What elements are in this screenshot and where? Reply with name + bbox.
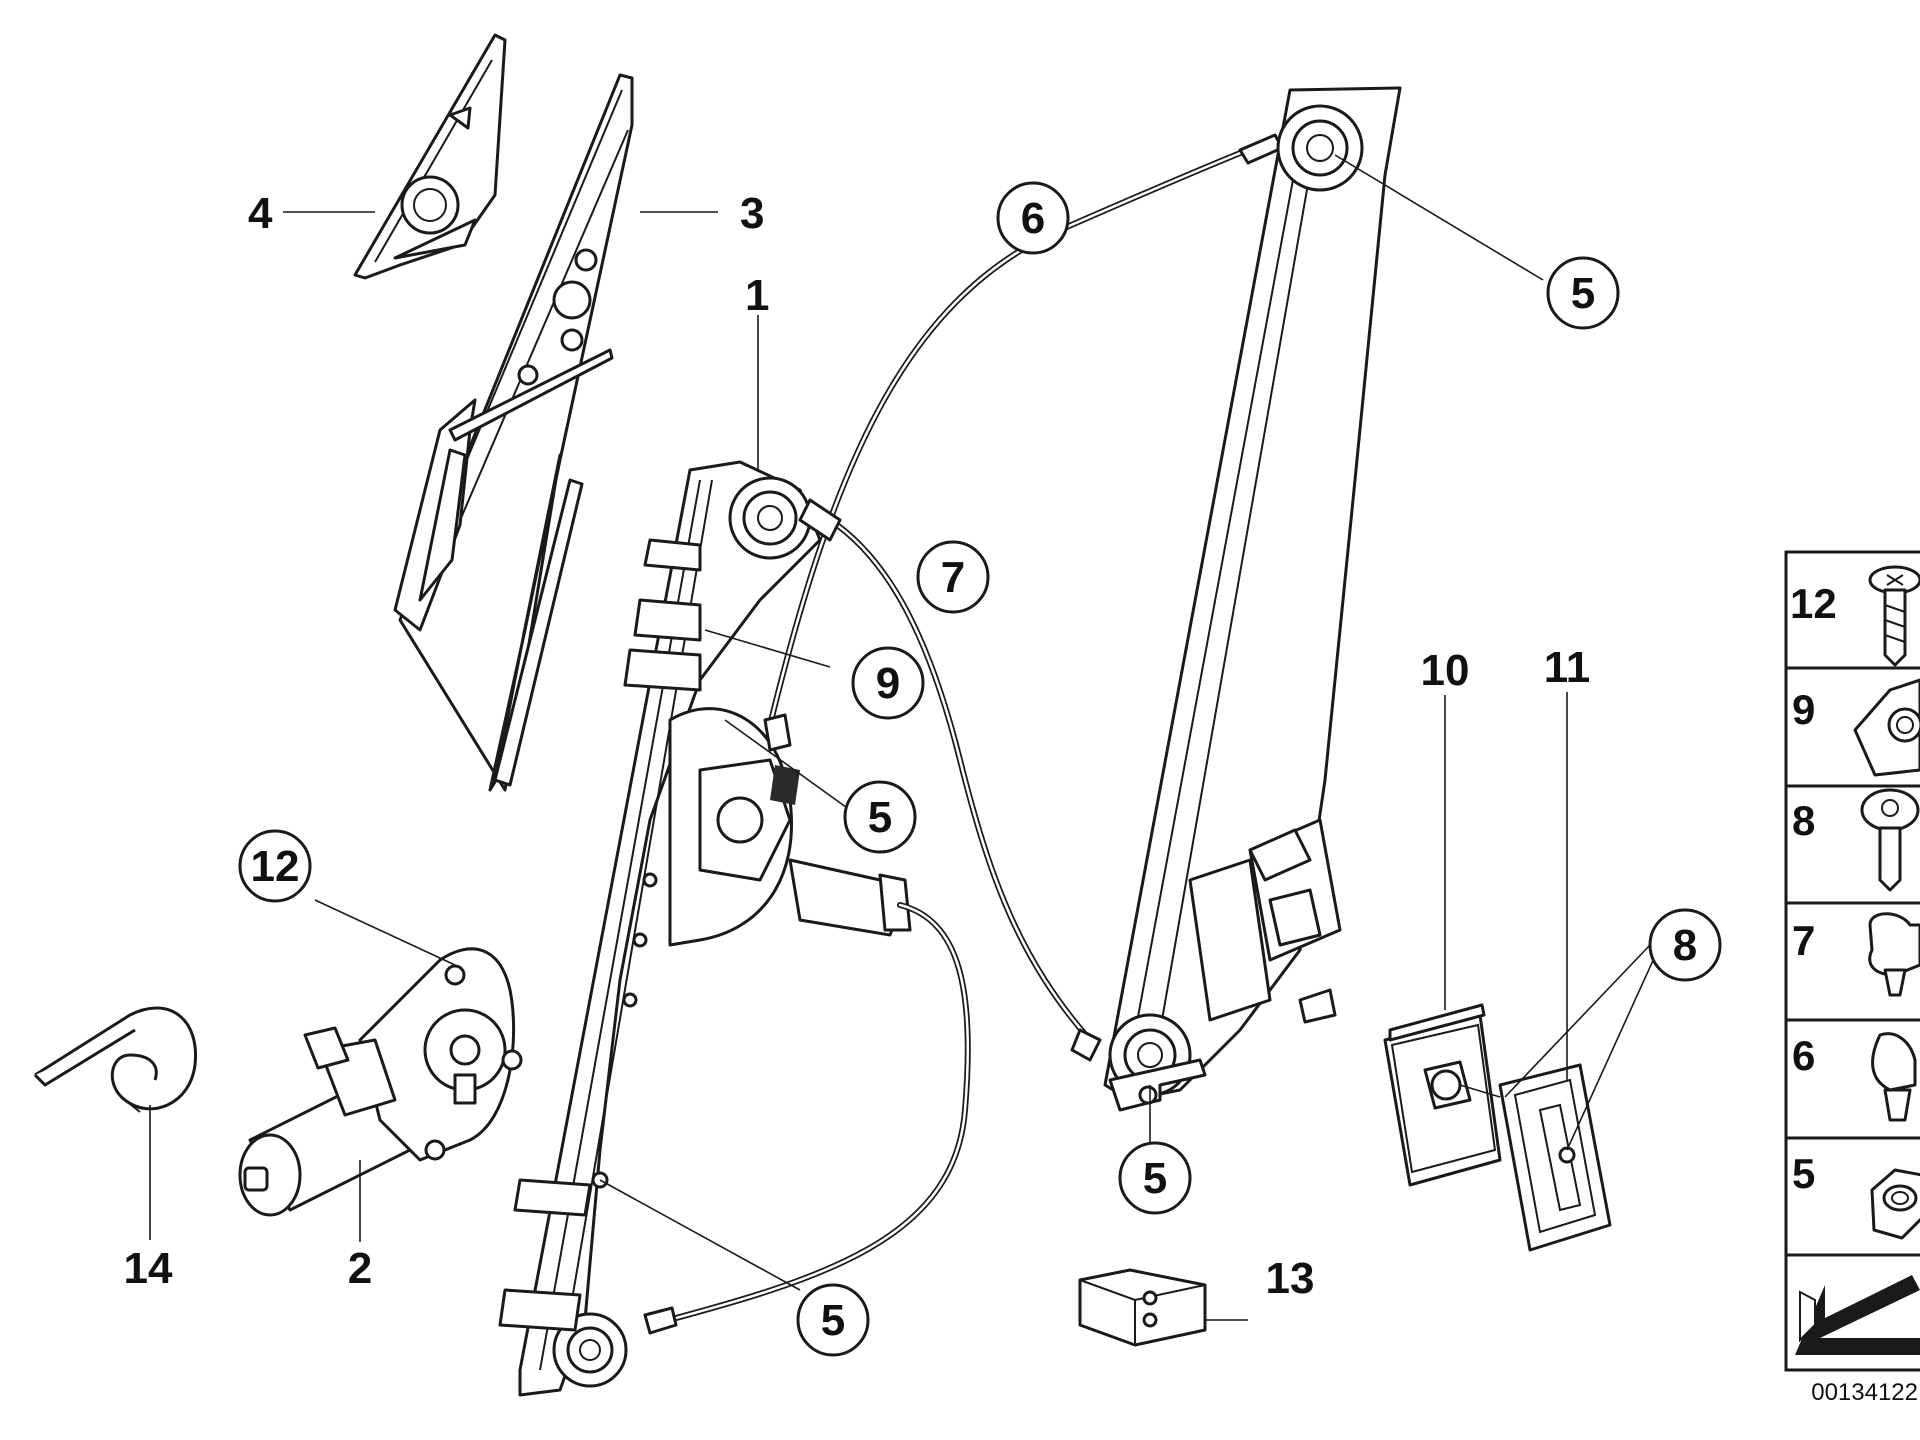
nut-icon (1870, 1168, 1920, 1240)
callout-1: 1 (745, 271, 769, 320)
direction-arrow-icon (1795, 1275, 1920, 1355)
cable-holder-icon (1871, 1032, 1917, 1122)
callout-12-circle (238, 829, 312, 903)
callout-9-circle (851, 646, 925, 720)
diagram-code: 00134122 (1811, 1379, 1918, 1406)
cable-clip-icon (1868, 912, 1920, 997)
leader-lines (149, 154, 1661, 1321)
callout-6-circle (996, 181, 1070, 255)
bolt-icon (1860, 788, 1920, 892)
legend-item-9: 9 (1792, 686, 1815, 733)
callout-14: 14 (124, 1244, 173, 1293)
callout-6: 6 (1021, 194, 1045, 243)
part-6-upper-cable (763, 133, 1284, 752)
part-1-regulator-rail (498, 460, 912, 1397)
callout-5b-circle (843, 780, 917, 854)
part-7-cross-cable (798, 498, 1102, 1062)
callout-11: 11 (1544, 643, 1591, 692)
part-10-bracket-plate (1383, 1003, 1502, 1187)
part-11-backing-plate (1498, 1063, 1612, 1252)
hardware-legend: 12 9 8 7 6 5 (1784, 550, 1920, 1406)
part-14-foam-pad (33, 1006, 198, 1113)
legend-item-6: 6 (1792, 1032, 1815, 1079)
part-2-motor (238, 947, 523, 1217)
screw-icon (1868, 565, 1920, 667)
part-4-mirror-trim (353, 33, 507, 280)
callout-4: 4 (248, 189, 273, 238)
callout-3: 3 (740, 189, 764, 238)
callout-5d: 5 (821, 1296, 845, 1345)
callout-2: 2 (348, 1244, 372, 1293)
callout-5a-circle (1546, 256, 1620, 330)
callout-13: 13 (1266, 1254, 1315, 1303)
lower-cable (643, 902, 971, 1335)
right-regulator-rail (1103, 86, 1402, 1112)
callout-5a: 5 (1571, 269, 1595, 318)
clip-icon (1853, 678, 1920, 777)
callout-5c: 5 (1143, 1154, 1167, 1203)
legend-item-12: 12 (1790, 580, 1837, 627)
callout-5c-circle (1118, 1141, 1192, 1215)
part-3-window-guide (393, 73, 634, 792)
part-13-bracket (1078, 1268, 1207, 1347)
legend-item-7: 7 (1792, 917, 1815, 964)
callout-7-circle (916, 540, 990, 614)
callout-5b: 5 (868, 793, 892, 842)
legend-item-5: 5 (1792, 1150, 1815, 1197)
callouts: 4 3 1 6 5 7 9 5 12 14 2 5 5 13 10 11 8 (124, 181, 1722, 1357)
callout-12: 12 (251, 842, 300, 891)
callout-7: 7 (941, 553, 965, 602)
callout-9: 9 (876, 659, 900, 708)
legend-item-8: 8 (1792, 797, 1815, 844)
callout-8: 8 (1673, 921, 1697, 970)
callout-8-circle (1648, 908, 1722, 982)
callout-10: 10 (1421, 646, 1470, 695)
callout-5d-circle (796, 1283, 870, 1357)
